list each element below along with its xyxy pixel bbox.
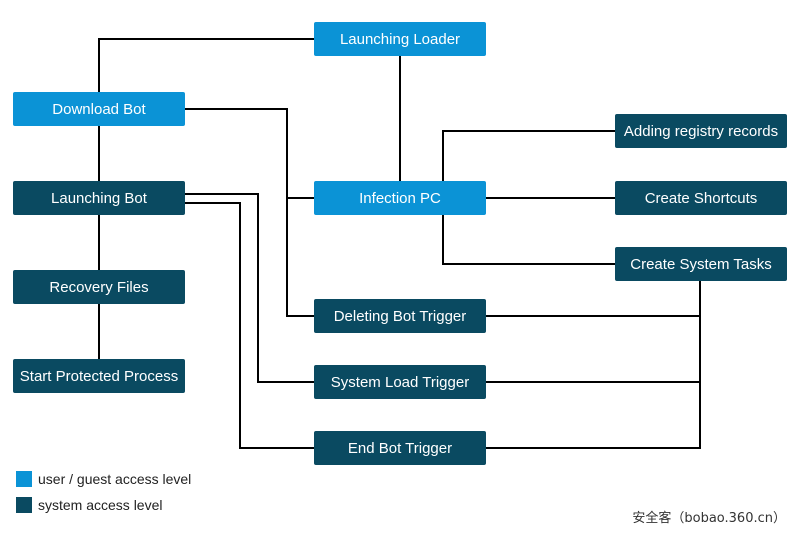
node-start-protected-process: Start Protected Process <box>13 359 185 393</box>
node-recovery-files: Recovery Files <box>13 270 185 304</box>
line-download-to-deleting-trigger <box>185 108 314 317</box>
line-launching-to-end-trigger <box>185 202 314 449</box>
node-adding-registry-records: Adding registry records <box>615 114 787 148</box>
node-end-bot-trigger: End Bot Trigger <box>314 431 486 465</box>
node-create-system-tasks: Create System Tasks <box>615 247 787 281</box>
node-launching-bot: Launching Bot <box>13 181 185 215</box>
line-launching-to-system-load <box>185 193 314 383</box>
legend-swatch-system <box>16 497 32 513</box>
legend-user-level: user / guest access level <box>16 471 191 487</box>
legend-system-level: system access level <box>16 497 162 513</box>
node-system-load-trigger: System Load Trigger <box>314 365 486 399</box>
legend-label-user: user / guest access level <box>38 471 192 487</box>
node-deleting-bot-trigger: Deleting Bot Trigger <box>314 299 486 333</box>
node-infection-pc: Infection PC <box>314 181 486 215</box>
legend-swatch-user <box>16 471 32 487</box>
node-download-bot: Download Bot <box>13 92 185 126</box>
line-infection-to-registry <box>442 130 615 181</box>
line-loader-to-download-bot <box>98 38 314 92</box>
legend-label-system: system access level <box>38 497 163 513</box>
node-launching-loader: Launching Loader <box>314 22 486 56</box>
line-infection-to-system-tasks <box>442 215 615 265</box>
watermark: 安全客（bobao.360.cn） <box>632 511 786 526</box>
node-create-shortcuts: Create Shortcuts <box>615 181 787 215</box>
line-system-tasks-to-triggers <box>486 281 701 449</box>
